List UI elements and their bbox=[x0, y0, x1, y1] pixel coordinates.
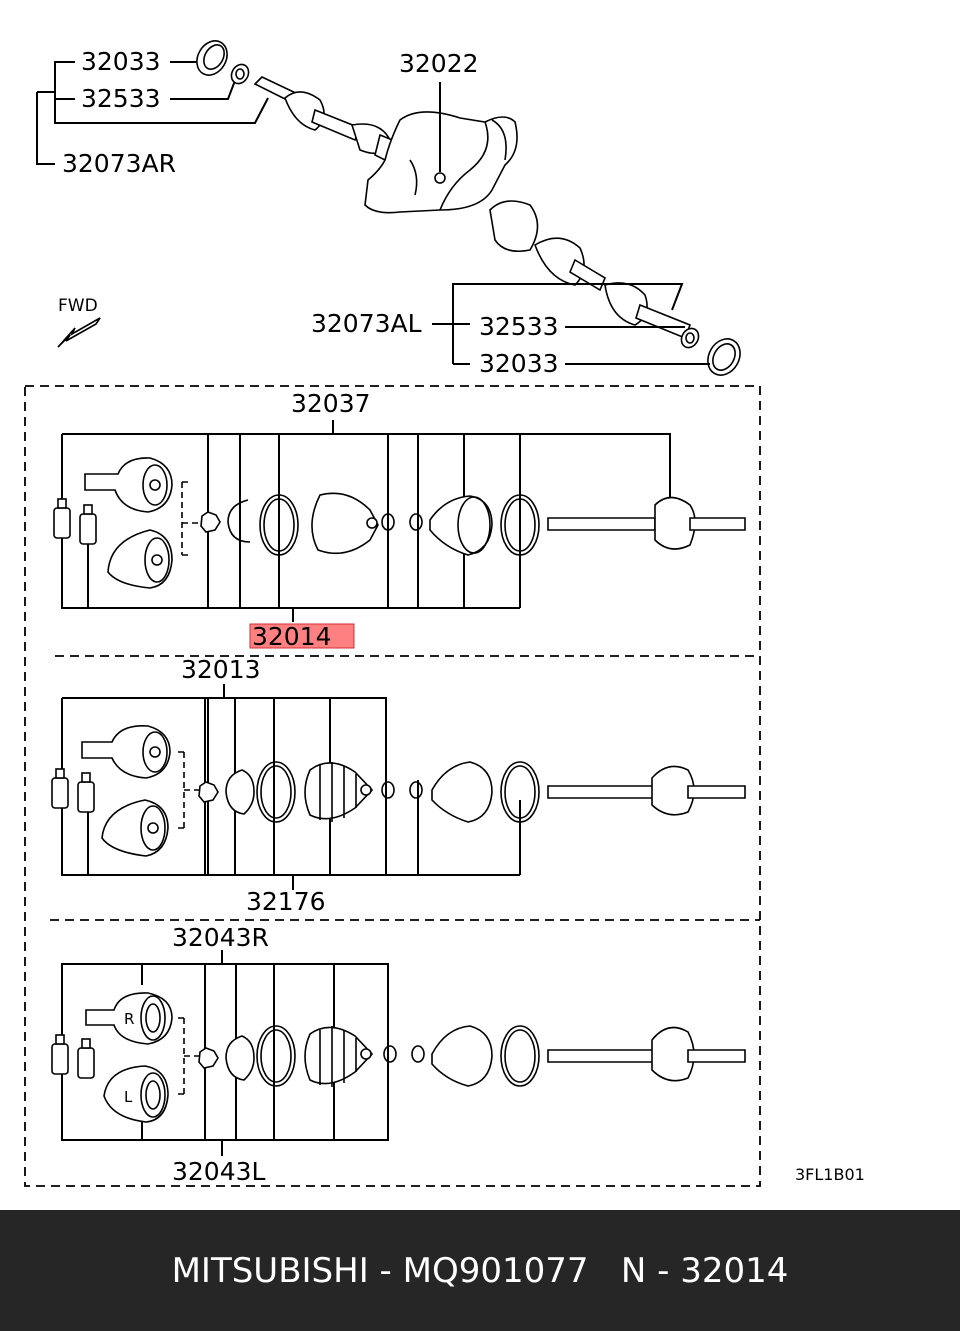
boot-band-icon bbox=[500, 1025, 540, 1087]
inner-boot-icon bbox=[431, 761, 493, 823]
grease-tubes-icon bbox=[51, 768, 95, 813]
section-32013 bbox=[51, 684, 746, 890]
boot-band-icon bbox=[256, 1025, 296, 1087]
highlight-32014 bbox=[249, 623, 355, 649]
small-clamp-icon bbox=[381, 513, 423, 531]
fwd-arrow-icon bbox=[57, 317, 101, 348]
label-32014: 32014 bbox=[252, 622, 332, 651]
boot-band-icon bbox=[500, 494, 540, 556]
nut-icon bbox=[230, 63, 250, 85]
outer-joint-icon bbox=[81, 725, 171, 779]
small-clamp-icon bbox=[383, 1045, 425, 1063]
label-32533-top: 32533 bbox=[81, 84, 161, 113]
shaft-icon bbox=[547, 1026, 746, 1082]
circlip-icon bbox=[225, 1035, 255, 1081]
kit-frame bbox=[24, 385, 761, 1187]
grease-tubes-icon bbox=[51, 1034, 95, 1079]
outer-joint-icon bbox=[84, 457, 173, 513]
inner-joint-icon bbox=[107, 529, 173, 589]
footer-part-caption: MITSUBISHI - MQ901077 N - 32014 bbox=[0, 1210, 960, 1331]
circlip-icon bbox=[227, 499, 251, 543]
grease-tubes-icon bbox=[53, 498, 97, 545]
shaft-icon bbox=[547, 765, 746, 816]
boot-band-icon bbox=[256, 761, 296, 823]
outer-boot-icon bbox=[311, 492, 379, 555]
snap-ring-icon bbox=[198, 781, 219, 803]
outer-joint-r-icon bbox=[85, 992, 173, 1045]
transfer-case-icon bbox=[364, 111, 518, 214]
label-32043r: 32043R bbox=[172, 923, 269, 952]
seal-ring-icon bbox=[707, 338, 741, 376]
label-32013: 32013 bbox=[181, 655, 261, 684]
label-32073al: 32073AL bbox=[311, 309, 422, 338]
small-clamp-icon bbox=[381, 781, 423, 799]
label-32033-top: 32033 bbox=[81, 47, 161, 76]
snap-ring-icon bbox=[200, 511, 221, 533]
boot-band-icon bbox=[500, 761, 540, 823]
label-fwd: FWD bbox=[58, 296, 98, 316]
shaft-icon bbox=[547, 496, 746, 550]
label-32043l: 32043L bbox=[172, 1157, 266, 1186]
mark-r: R bbox=[124, 1010, 134, 1028]
label-32037: 32037 bbox=[291, 389, 371, 418]
section-32043 bbox=[51, 950, 746, 1156]
seal-ring-icon bbox=[196, 40, 228, 76]
outer-boot-icon bbox=[304, 1026, 374, 1087]
mark-l: L bbox=[124, 1088, 133, 1106]
inner-joint-l-icon bbox=[103, 1065, 169, 1123]
inner-boot-icon bbox=[431, 1025, 493, 1087]
label-32022: 32022 bbox=[399, 49, 479, 78]
inner-boot-icon bbox=[429, 495, 493, 556]
circlip-icon bbox=[225, 769, 255, 815]
outer-boot-icon bbox=[304, 762, 374, 822]
top-assembly bbox=[36, 40, 741, 376]
label-32073ar: 32073AR bbox=[62, 149, 176, 178]
inner-joint-icon bbox=[101, 799, 169, 857]
snap-ring-icon bbox=[198, 1047, 219, 1069]
label-32176: 32176 bbox=[246, 887, 326, 916]
label-32533-bottom: 32533 bbox=[479, 312, 559, 341]
parts-diagram: 32033 32533 32073AR 32022 FWD 32073AL 32… bbox=[24, 40, 865, 1187]
section-32037 bbox=[53, 420, 746, 622]
reference-code: 3FL1B01 bbox=[795, 1165, 865, 1184]
boot-band-icon bbox=[259, 494, 299, 556]
label-32033-bottom: 32033 bbox=[479, 349, 559, 378]
nut-icon bbox=[680, 327, 700, 349]
